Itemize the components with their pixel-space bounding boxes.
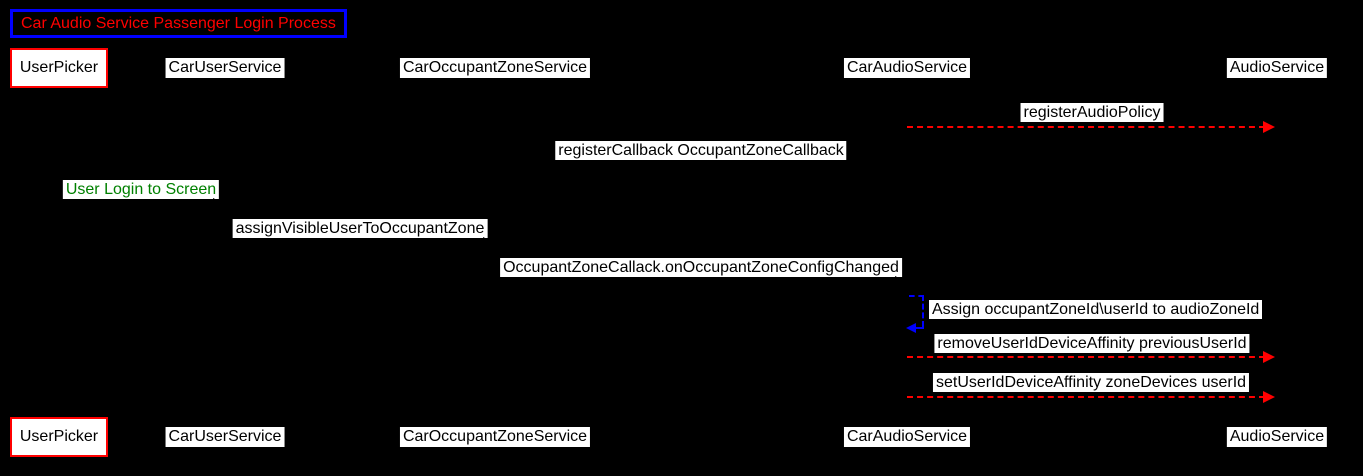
arrowhead-user-login — [213, 198, 225, 210]
participant-audioservice-top: AudioService — [1226, 58, 1328, 78]
message-arrow-set-affinity — [907, 396, 1265, 398]
participant-userpicker-bottom-label: UserPicker — [19, 428, 99, 445]
message-label-set-affinity: setUserIdDeviceAffinity zoneDevices user… — [932, 373, 1250, 392]
participant-caruserservice-bottom: CarUserService — [165, 427, 285, 447]
lifeline-caruserservice — [225, 78, 226, 417]
arrowhead-zone-config-changed — [895, 276, 907, 288]
arrowhead-set-affinity — [1263, 391, 1275, 403]
participant-audioservice-bottom: AudioService — [1226, 427, 1328, 447]
arrowhead-register-audio-policy — [1263, 121, 1275, 133]
diagram-title-text: Car Audio Service Passenger Login Proces… — [21, 15, 336, 32]
message-label-remove-affinity: removeUserIdDeviceAffinity previousUserI… — [934, 334, 1250, 353]
message-label-assign-zone-id: Assign occupantZoneId\userId to audioZon… — [929, 300, 1263, 319]
participant-userpicker-bottom: UserPicker — [10, 417, 108, 457]
message-label-user-login: User Login to Screen — [62, 180, 220, 199]
participant-userpicker-top: UserPicker — [10, 48, 108, 88]
message-arrow-register-callback — [505, 165, 907, 166]
arrowhead-register-callback — [496, 160, 506, 170]
lifeline-audioservice — [1277, 78, 1278, 417]
message-label-zone-config-changed: OccupantZoneCallack.onOccupantZoneConfig… — [500, 258, 902, 277]
participant-caroccupantzoneservice-bottom: CarOccupantZoneService — [399, 427, 591, 447]
lifeline-caraudioservice — [907, 78, 908, 417]
participant-caraudioservice-top: CarAudioService — [843, 58, 971, 78]
self-message-bottom-segment — [916, 327, 924, 329]
self-message-right-segment — [922, 295, 924, 327]
message-arrow-zone-config-changed — [495, 282, 897, 283]
lifeline-caroccupantzoneservice — [495, 78, 496, 417]
message-arrow-register-audio-policy — [907, 126, 1265, 128]
arrowhead-assign-visible-user — [483, 237, 495, 249]
message-arrow-user-login — [58, 204, 215, 205]
self-message-top-segment — [909, 295, 924, 297]
message-arrow-assign-visible-user — [225, 243, 485, 244]
participant-caruserservice-top: CarUserService — [165, 58, 285, 78]
arrowhead-remove-affinity — [1263, 351, 1275, 363]
message-label-register-audio-policy: registerAudioPolicy — [1020, 103, 1164, 122]
participant-caraudioservice-bottom: CarAudioService — [843, 427, 971, 447]
diagram-title: Car Audio Service Passenger Login Proces… — [10, 9, 347, 38]
message-arrow-remove-affinity — [907, 356, 1265, 358]
message-label-register-callback: registerCallback OccupantZoneCallback — [555, 141, 847, 160]
participant-caroccupantzoneservice-top: CarOccupantZoneService — [399, 58, 591, 78]
arrowhead-self-message — [906, 323, 916, 333]
participant-userpicker-top-label: UserPicker — [19, 59, 99, 76]
message-label-assign-visible-user: assignVisibleUserToOccupantZone — [232, 219, 488, 238]
lifeline-userpicker — [58, 88, 59, 417]
